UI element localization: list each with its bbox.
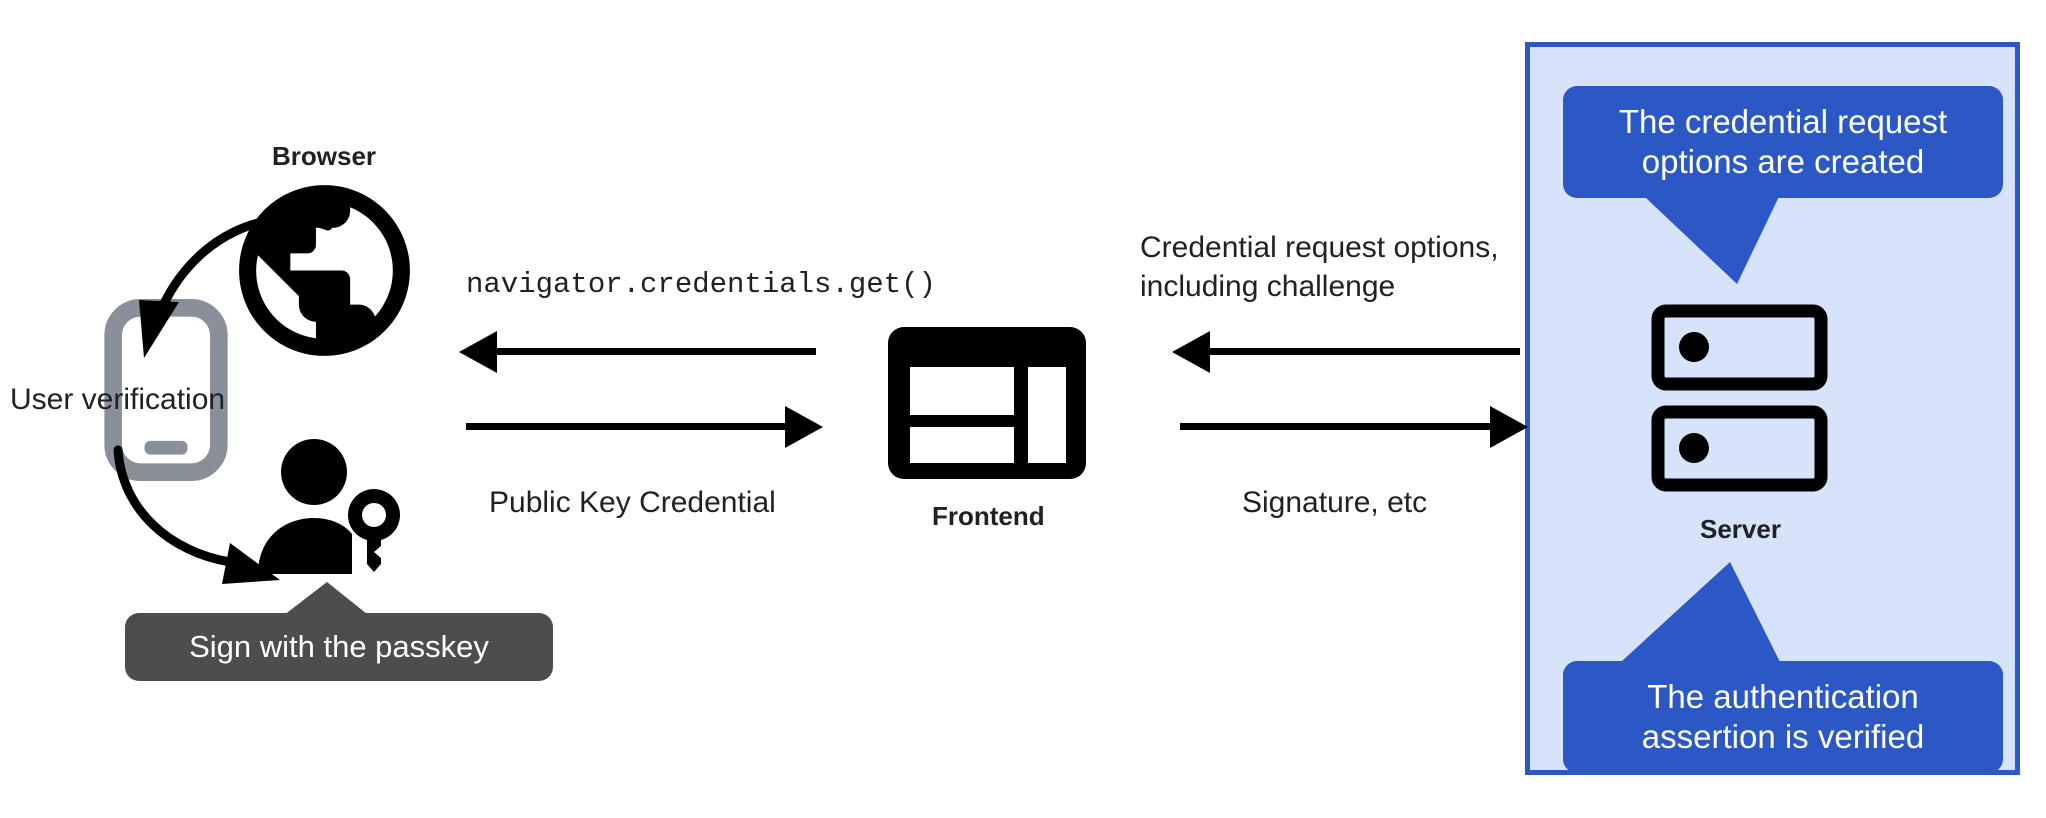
sign-passkey-callout-tail <box>275 582 377 622</box>
credential-request-callout: The credential request options are creat… <box>1563 86 2003 198</box>
credential-request-options-label-line2: including challenge <box>1140 270 1396 303</box>
arrow-head-credential-request-options <box>1172 331 1210 373</box>
signature-etc-label: Signature, etc <box>1242 486 1428 519</box>
credential-request-callout-tail <box>1627 180 1787 284</box>
sign-passkey-callout: Sign with the passkey <box>125 613 553 681</box>
frontend-layout-icon <box>888 327 1086 479</box>
authentication-assertion-callout-tail <box>1610 562 1785 672</box>
arrow-line-signature <box>1180 423 1493 430</box>
frontend-label: Frontend <box>932 501 1045 531</box>
arrow-head-navigator-get <box>459 331 497 373</box>
authentication-assertion-callout-line1: The authentication <box>1647 677 1919 715</box>
authentication-assertion-callout: The authentication assertion is verified <box>1563 661 2003 773</box>
sign-passkey-callout-text: Sign with the passkey <box>189 629 489 665</box>
authentication-assertion-callout-line2: assertion is verified <box>1641 718 1925 755</box>
arrow-browser-to-phone <box>139 214 333 358</box>
server-label: Server <box>1700 514 1781 544</box>
user-verification-label: User verification <box>10 383 226 416</box>
public-key-credential-label: Public Key Credential <box>489 486 776 519</box>
credential-request-callout-line2: options are created <box>1641 143 1925 180</box>
credential-request-callout-line1: The credential request <box>1618 102 1948 140</box>
globe-icon <box>222 168 427 373</box>
arrow-head-signature <box>1490 406 1528 448</box>
server-rack-icon <box>1651 304 1828 492</box>
person-with-key-icon <box>252 434 412 584</box>
arrow-line-public-key-credential <box>466 423 788 430</box>
arrow-head-public-key-credential <box>785 406 823 448</box>
arrow-line-credential-request-options <box>1207 348 1520 355</box>
credential-request-options-label-line1: Credential request options, <box>1140 231 1499 264</box>
navigator-credentials-get-label: navigator.credentials.get() <box>466 268 936 301</box>
arrow-line-navigator-get <box>494 348 816 355</box>
browser-label: Browser <box>272 141 377 171</box>
